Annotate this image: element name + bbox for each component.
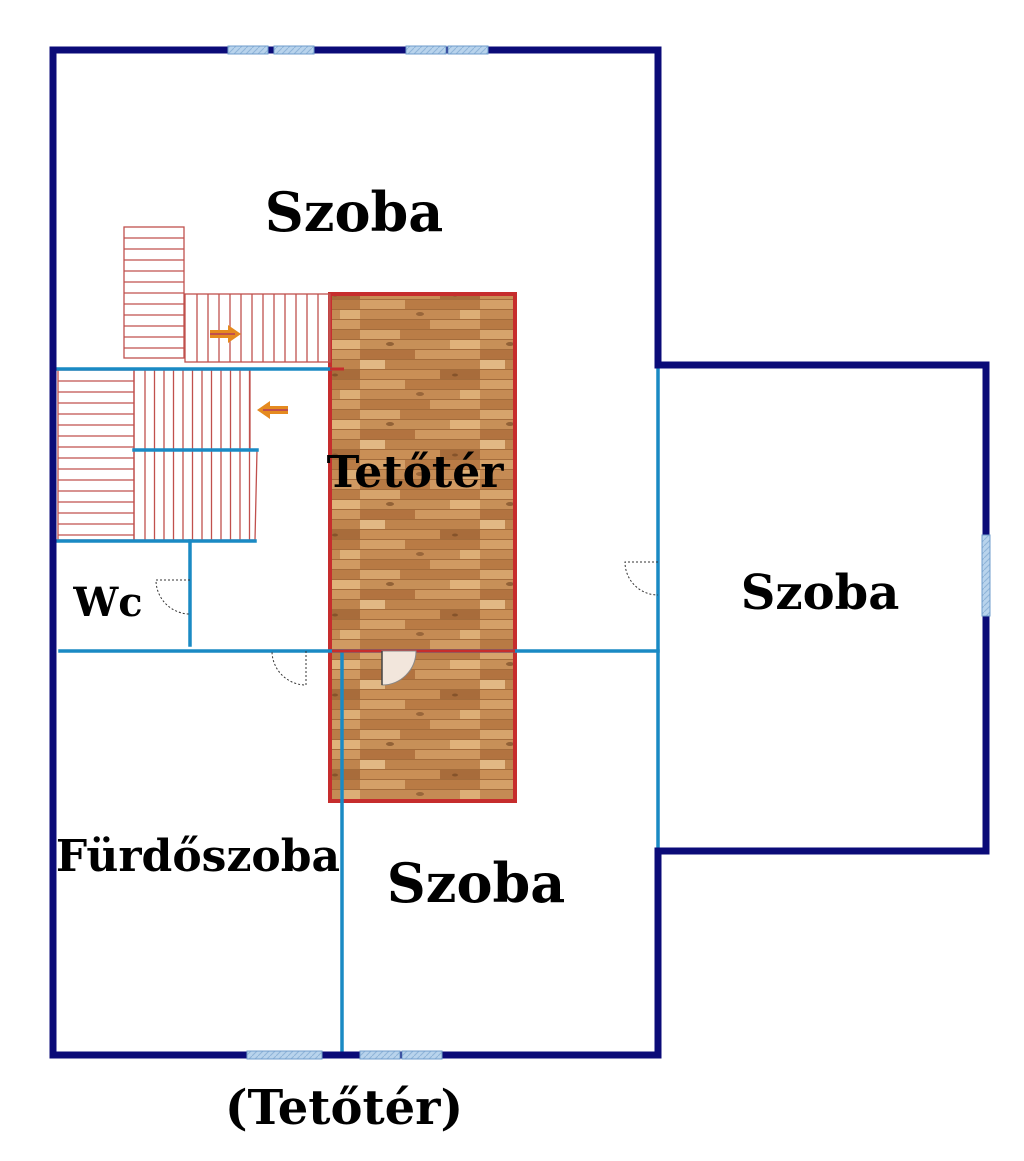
attic-floor <box>328 292 517 803</box>
window-top-3 <box>405 45 447 55</box>
room-label-right: Szoba <box>741 565 900 621</box>
window-top-2 <box>273 45 315 55</box>
room-label-top: Szoba <box>265 180 443 244</box>
stairs-arrow-right <box>210 325 241 343</box>
stairs-lower <box>57 369 258 541</box>
door-wc <box>155 579 191 615</box>
room-label-wc: Wc <box>72 579 142 626</box>
window-top-4 <box>447 45 489 55</box>
window-top-1 <box>227 45 269 55</box>
stairs-upper <box>123 226 331 363</box>
plan-caption: (Tetőtér) <box>225 1080 463 1136</box>
window-right <box>981 534 991 617</box>
attic-red-edge <box>330 367 515 653</box>
door-attic <box>381 650 417 686</box>
stairs-arrow-left <box>257 401 288 419</box>
windows <box>227 45 991 1060</box>
door-right-room <box>624 561 659 596</box>
window-bottom-2 <box>359 1050 401 1060</box>
window-bottom-3 <box>401 1050 443 1060</box>
room-label-bottom: Szoba <box>387 851 565 915</box>
room-label-bathroom: Fürdőszoba <box>56 831 340 882</box>
doors <box>155 561 659 686</box>
door-bathroom <box>271 650 307 686</box>
room-label-attic: Tetőtér <box>327 447 505 498</box>
window-bottom-1 <box>246 1050 323 1060</box>
